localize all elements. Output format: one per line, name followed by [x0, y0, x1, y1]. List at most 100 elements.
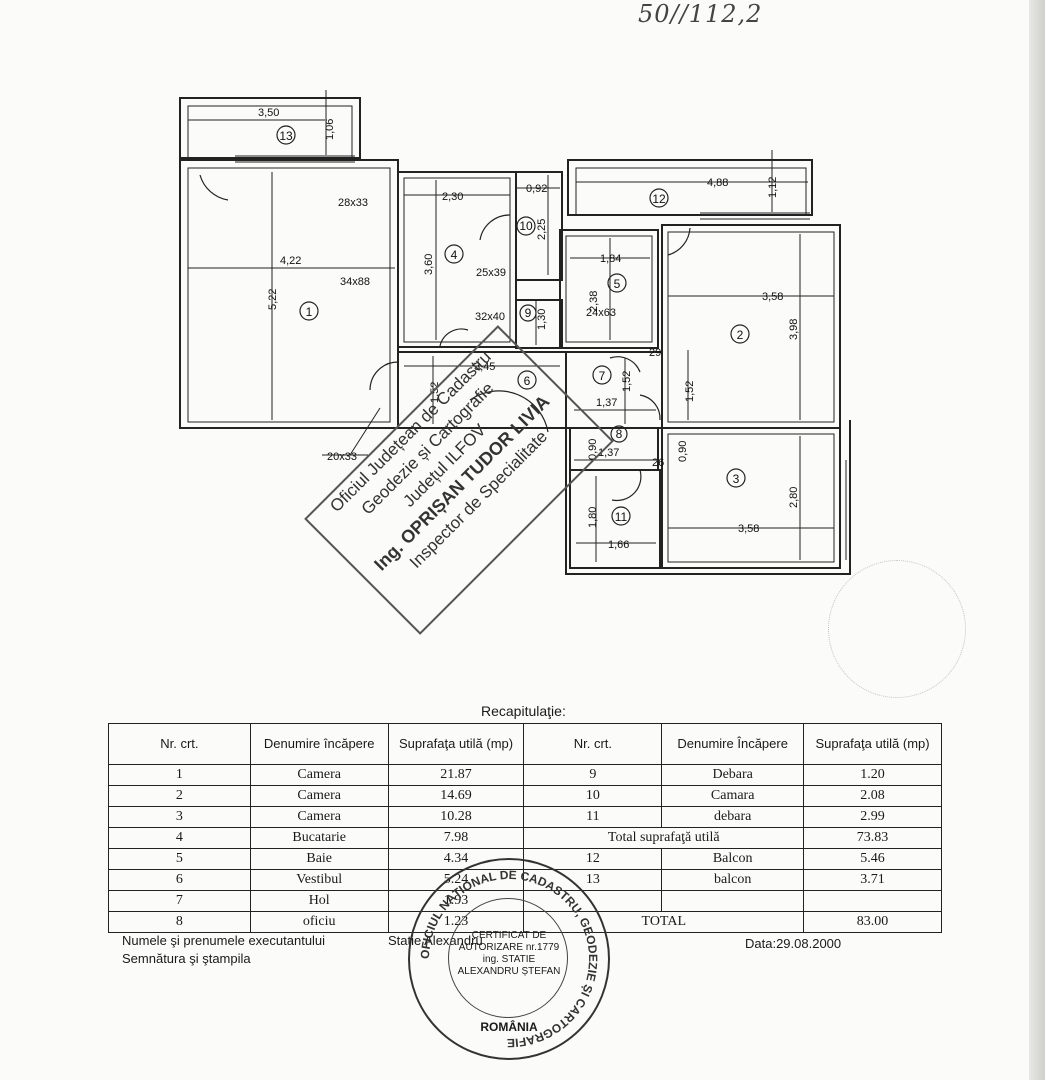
- dim-6-w: 3,45: [474, 361, 495, 373]
- cell-name: Debara: [661, 764, 805, 786]
- faded-seal: [828, 560, 966, 698]
- cell-nr: 10: [523, 785, 663, 807]
- dim-6-h: 1,52: [429, 382, 441, 403]
- label-20x33: 20x33: [327, 451, 357, 463]
- cell-nr: 9: [523, 764, 663, 786]
- label-32x40: 32x40: [475, 311, 505, 323]
- dim-11-w: 1,66: [608, 539, 629, 551]
- room-num-7: 7: [599, 369, 606, 383]
- dim-1-h: 5,22: [267, 289, 279, 310]
- dim-10-h: 2,25: [536, 219, 548, 240]
- cell-name: Vestibul: [249, 869, 389, 891]
- cell-area: 7.98: [387, 827, 525, 849]
- dim-8-h: 0,90: [587, 439, 599, 460]
- cell-area: 3.71: [803, 869, 942, 891]
- stamp-country: ROMÂNIA: [480, 1020, 538, 1034]
- room-num-6: 6: [524, 374, 531, 388]
- cell-name: Camara: [661, 785, 805, 807]
- cell-nr: 7: [108, 890, 251, 912]
- cell-area: 1.20: [803, 764, 942, 786]
- dim-7-h: 1,52: [621, 371, 633, 392]
- cell-area: [803, 890, 942, 912]
- cell-name: Camera: [249, 806, 389, 828]
- room-num-1: 1: [306, 305, 313, 319]
- cell-nr: 1: [108, 764, 251, 786]
- table-row: 4 Bucatarie 7.98 Total suprafaţă utilă 7…: [108, 827, 942, 849]
- executant-label: Numele şi prenumele executantului: [122, 933, 326, 948]
- cell-name: debara: [661, 806, 805, 828]
- dim-1-w: 4,22: [280, 255, 301, 267]
- dim-3-w: 3,58: [738, 523, 759, 535]
- page-edge: [1029, 0, 1045, 1080]
- label-28x33: 28x33: [338, 197, 368, 209]
- room-num-12: 12: [652, 192, 666, 206]
- room-5-outline: [559, 229, 659, 349]
- cell-area: 2.99: [803, 806, 942, 828]
- cell-area: 14.69: [387, 785, 525, 807]
- dim-7-w: 1,37: [596, 397, 617, 409]
- cell-area: 21.87: [387, 764, 525, 786]
- cell-nr: 6: [108, 869, 251, 891]
- table-header-row: Nr. crt. Denumire încăpere Suprafaţa uti…: [108, 723, 942, 765]
- floor-plan: 13 1 4 10 9 5 12 2 6 7 8 3 11 3,50 1,06 …: [179, 90, 851, 575]
- total-useful-label: Total suprafaţă utilă: [523, 827, 805, 849]
- room-9-outline: [515, 299, 563, 349]
- cadastre-round-stamp: OFICIUL NAȚIONAL DE CADASTRU, GEODEZIE Ș…: [408, 858, 610, 1060]
- dim-5-w: 1,84: [600, 253, 621, 265]
- stamp-inner-ring: [448, 898, 568, 1018]
- header-name-2: Denumire Încăpere: [661, 723, 805, 765]
- room-num-13: 13: [279, 129, 293, 143]
- dim-9-h: 1,30: [536, 309, 548, 330]
- room-11-outline: [569, 469, 661, 569]
- dim-2-w: 3,58: [762, 291, 783, 303]
- signature-label: Semnătura şi ştampila: [122, 951, 251, 966]
- dim-5-h: 2,38: [588, 291, 600, 312]
- room-10-outline: [515, 171, 563, 281]
- dim-13-w: 3,50: [258, 107, 279, 119]
- dim-8-w: 1,37: [598, 447, 619, 459]
- header-area: Suprafaţa utilă (mp): [387, 723, 525, 765]
- cell-nr: 5: [108, 848, 251, 870]
- cell-nr: 2: [108, 785, 251, 807]
- table-row: 2 Camera 14.69 10 Camara 2.08: [108, 785, 942, 807]
- cell-name: balcon: [661, 869, 805, 891]
- header-nr: Nr. crt.: [108, 723, 251, 765]
- dim-4-w: 2,30: [442, 191, 463, 203]
- room-num-4: 4: [451, 248, 458, 262]
- label-24x63: 24x63: [586, 307, 616, 319]
- cell-name: oficiu: [249, 911, 389, 933]
- label-29: 29: [649, 347, 661, 359]
- room-num-8: 8: [616, 427, 623, 441]
- header-area-2: Suprafaţa utilă (mp): [803, 723, 942, 765]
- recap-title: Recapitulaţie:: [481, 703, 566, 719]
- dim-2-h: 3,98: [788, 319, 800, 340]
- room-num-9: 9: [525, 306, 532, 320]
- cell-name: [661, 890, 805, 912]
- cell-name: Bucatarie: [249, 827, 389, 849]
- header-nr-2: Nr. crt.: [523, 723, 663, 765]
- label-34x88: 34x88: [340, 276, 370, 288]
- room-num-11: 11: [615, 510, 628, 524]
- cell-name: Hol: [249, 890, 389, 912]
- table-row: 1 Camera 21.87 9 Debara 1.20: [108, 764, 942, 786]
- handwritten-note: 50//112,2: [638, 0, 763, 28]
- room-num-2: 2: [737, 328, 744, 342]
- room-num-3: 3: [733, 472, 740, 486]
- total-useful-value: 73.83: [803, 827, 942, 849]
- dim-4-h: 3,60: [423, 254, 435, 275]
- cell-name: Camera: [249, 764, 389, 786]
- table-row: 3 Camera 10.28 11 debara 2.99: [108, 806, 942, 828]
- date-label: Data:29.08.2000: [745, 936, 842, 951]
- label-25x39: 25x39: [476, 267, 506, 279]
- cell-nr: 8: [108, 911, 251, 933]
- cell-nr: 4: [108, 827, 251, 849]
- stamp-center-text: CERTIFICAT DE AUTORIZARE nr.1779 ing. ST…: [457, 930, 561, 977]
- dim-11-h: 1,80: [587, 507, 599, 528]
- dim-12-h: 1,12: [767, 177, 779, 198]
- cell-area: 10.28: [387, 806, 525, 828]
- cell-name: Balcon: [661, 848, 805, 870]
- dim-3-h: 2,80: [788, 487, 800, 508]
- cell-area: 5.46: [803, 848, 942, 870]
- cell-nr: 11: [523, 806, 663, 828]
- cell-name: Baie: [249, 848, 389, 870]
